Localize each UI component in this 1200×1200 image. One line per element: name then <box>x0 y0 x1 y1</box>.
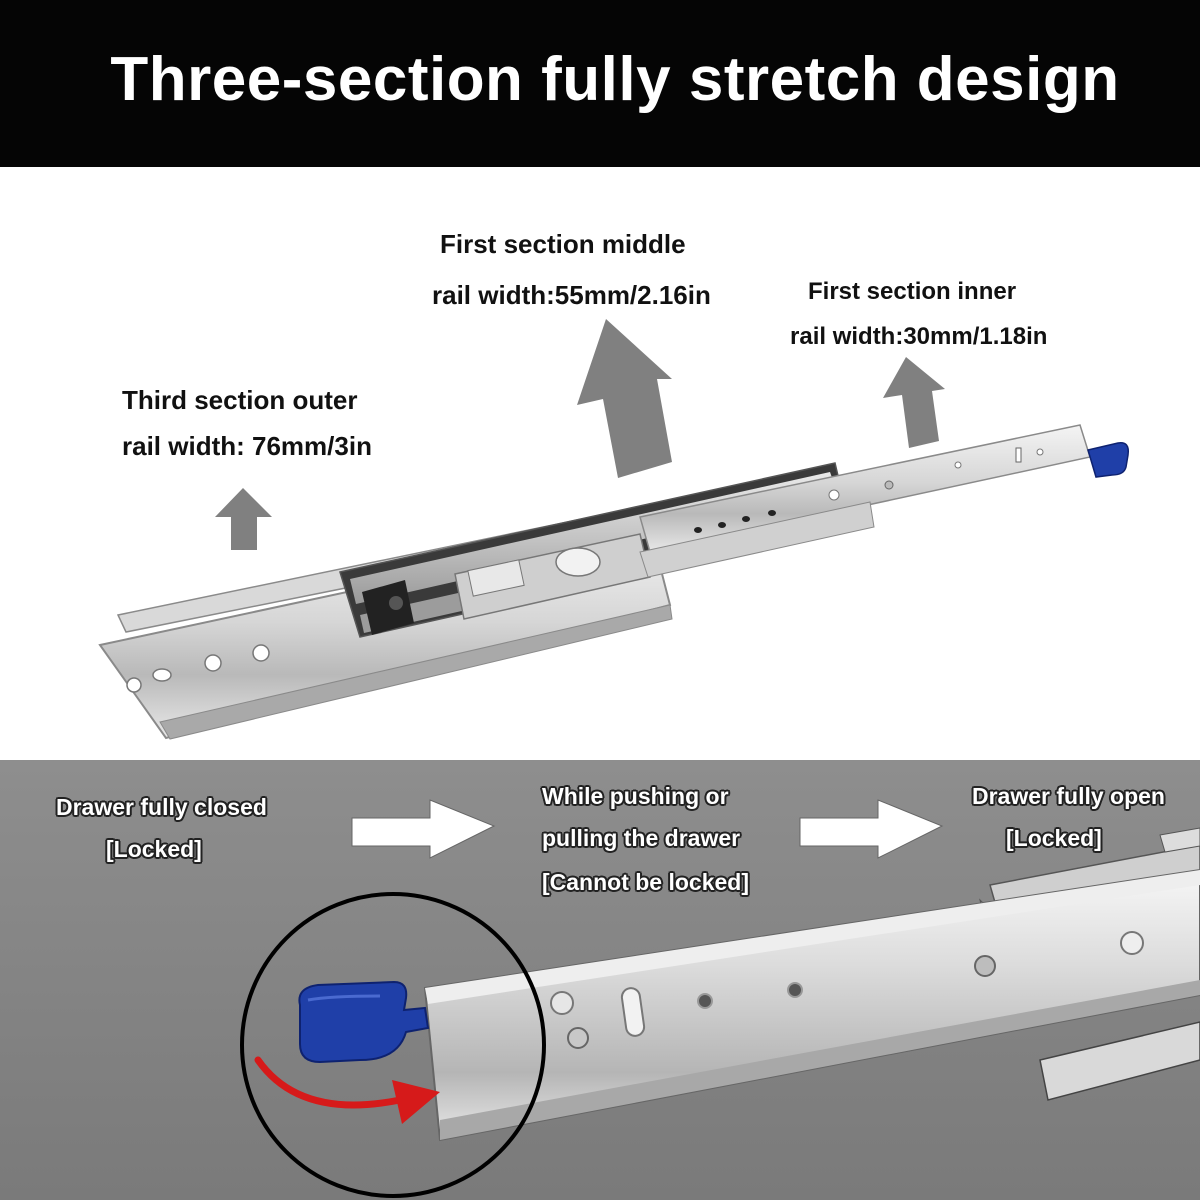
step-moving-line2: pulling the drawer <box>542 825 741 851</box>
curved-arrow-icon <box>254 1056 440 1124</box>
ball-bearing-cage <box>454 533 651 620</box>
step-open-line1: Drawer fully open <box>972 783 1165 809</box>
lock-detail-illustration <box>240 799 1200 1198</box>
rail-overview-section: Third section outer rail width: 76mm/3in… <box>0 167 1200 760</box>
page-title: Three-section fully stretch design <box>110 45 1120 114</box>
middle-rail-label-line1: First section middle <box>440 229 686 259</box>
up-arrow-icon <box>215 488 272 550</box>
lock-lever-icon <box>1087 442 1130 478</box>
inner-rail <box>639 424 1091 578</box>
step-moving-line3: [Cannot be locked] <box>542 869 750 895</box>
slide-rail-illustration <box>98 319 1130 740</box>
up-arrow-icon <box>883 357 945 448</box>
step-moving-line1: While pushing or <box>542 783 729 809</box>
disconnect-latch-icon <box>362 580 414 635</box>
inner-rail-label-line1: First section inner <box>808 278 1017 305</box>
right-arrow-icon <box>351 799 496 859</box>
step-closed-line2: [Locked] <box>106 836 202 862</box>
outer-rail-label-line1: Third section outer <box>122 385 358 415</box>
up-arrow-icon <box>577 319 672 478</box>
middle-rail-label-line2: rail width:55mm/2.16in <box>432 280 711 310</box>
outer-rail-label-line2: rail width: 76mm/3in <box>122 431 372 461</box>
step-closed-line1: Drawer fully closed <box>56 794 267 820</box>
lock-lever-icon <box>298 980 430 1064</box>
header-banner: Three-section fully stretch design <box>0 0 1200 167</box>
lock-sequence-section: Drawer fully closed [Locked] While pushi… <box>0 760 1200 1200</box>
lock-zoom-circle <box>240 892 546 1198</box>
inner-rail-closeup <box>423 868 1200 1142</box>
step-open-line2: [Locked] <box>1006 825 1102 851</box>
right-arrow-icon <box>799 799 944 859</box>
inner-rail-label-line2: rail width:30mm/1.18in <box>790 323 1048 350</box>
